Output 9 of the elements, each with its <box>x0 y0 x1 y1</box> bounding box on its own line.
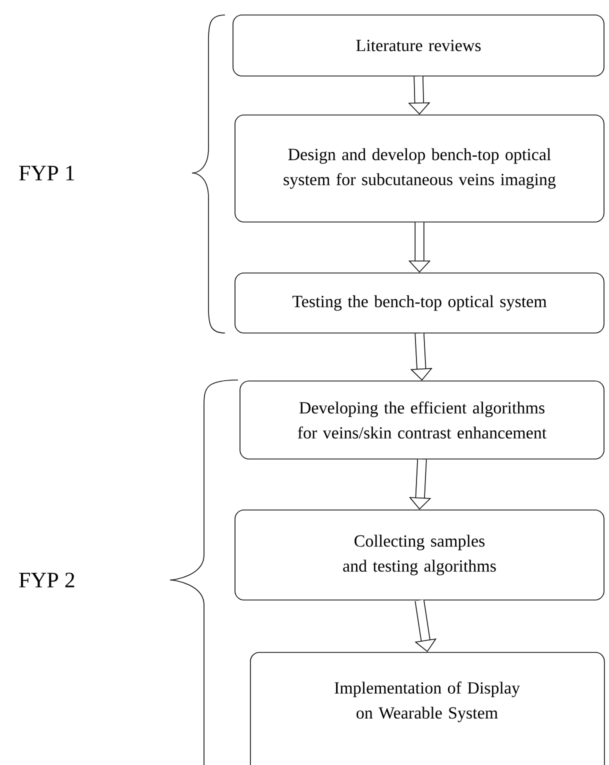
block-arrow <box>414 600 437 652</box>
process-box: Testing the bench-top optical system <box>234 272 604 334</box>
process-box: Collecting samples and testing algorithms <box>234 510 604 600</box>
process-box: Design and develop bench-top optical system for subcutaneous veins imaging <box>234 114 604 222</box>
process-box: Developing the efficient algorithms for veins/skin contrast enhancement <box>240 380 604 460</box>
process-box: Implementation of Display on Wearable System <box>250 652 605 765</box>
phase-label: FYP 2 <box>19 572 74 588</box>
phase-label: FYP 1 <box>19 166 74 180</box>
process-box: Literature reviews <box>232 14 604 76</box>
